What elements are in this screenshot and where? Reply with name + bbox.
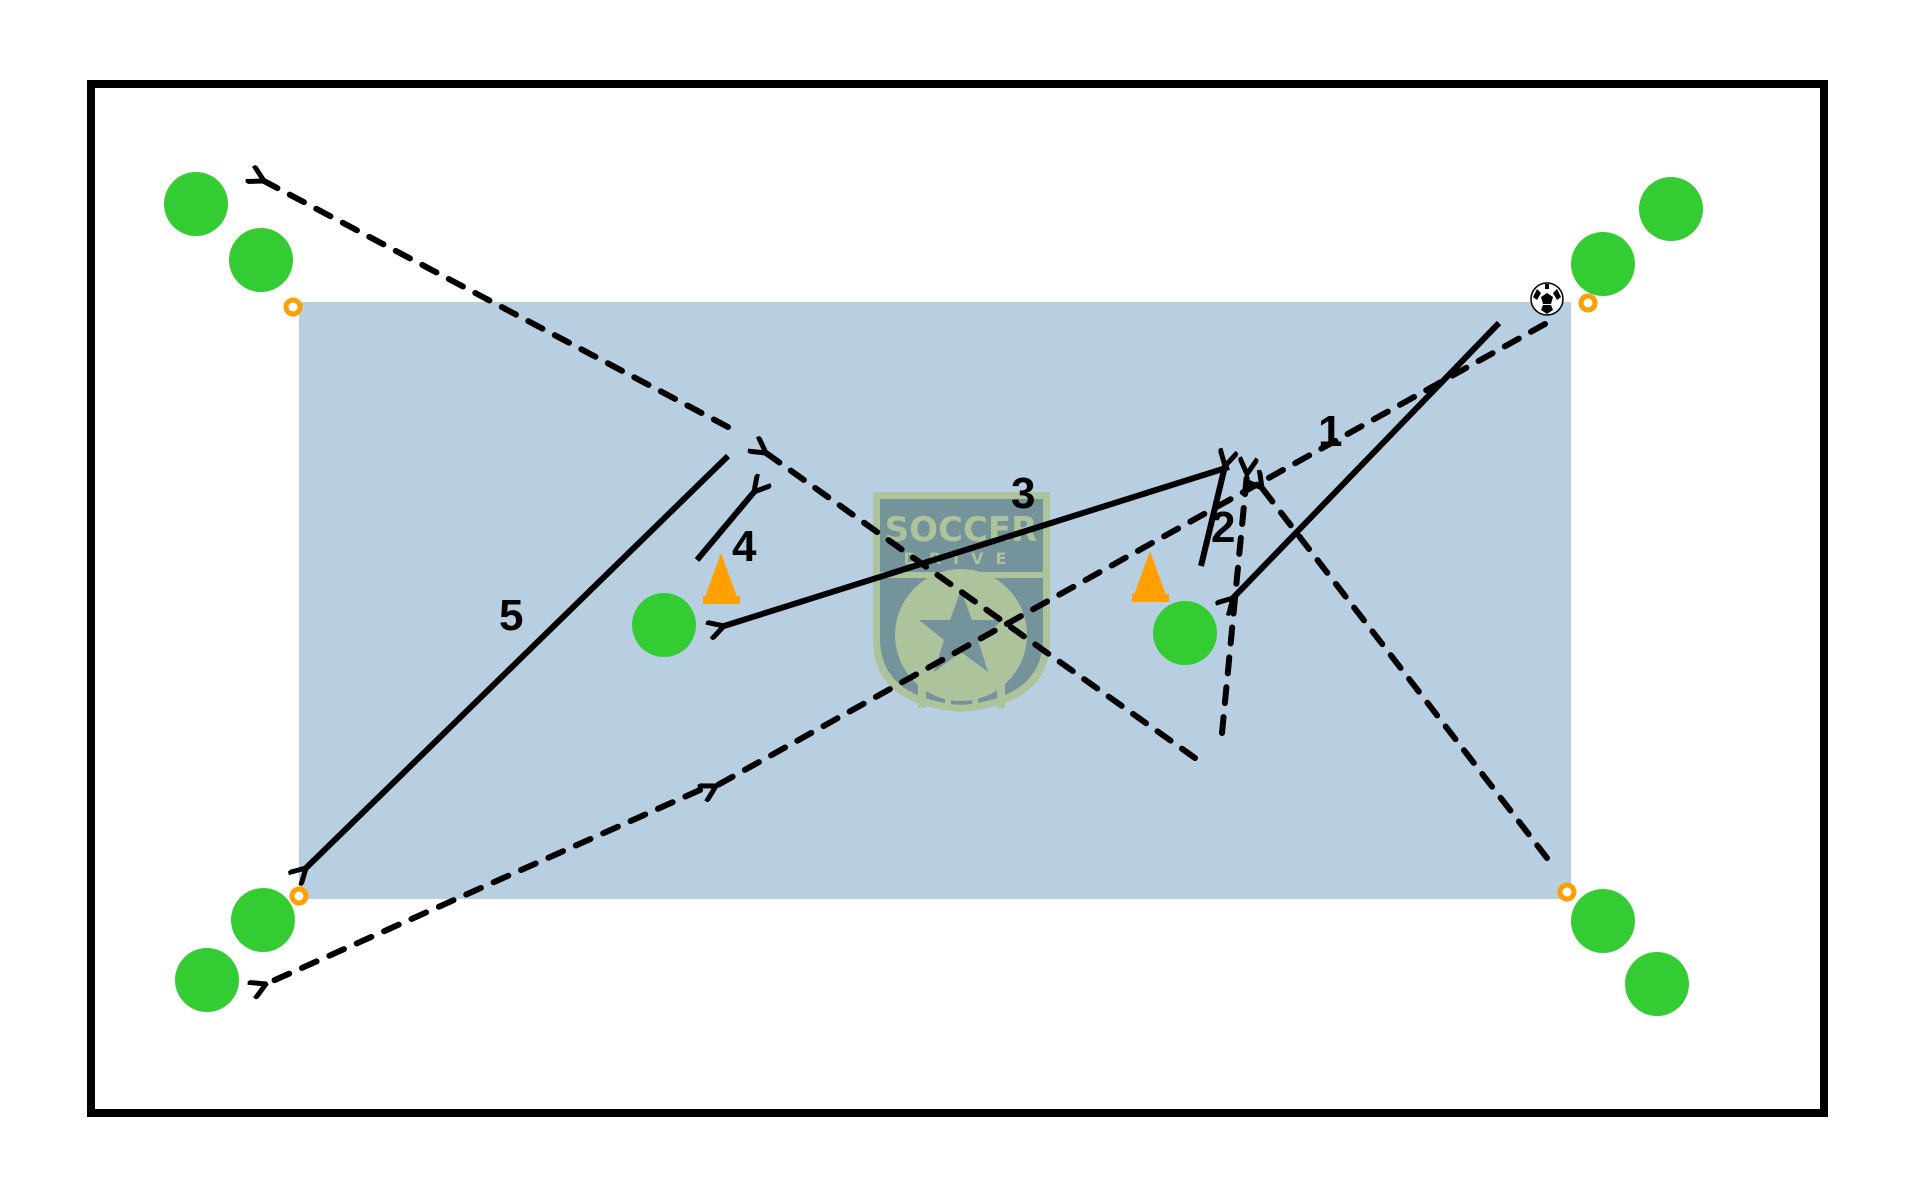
- run-path-ball-to-bottom-left: [716, 321, 1548, 786]
- step-label-4: 4: [732, 522, 757, 571]
- corner-marker-icon: [289, 886, 309, 906]
- player-icon: [1571, 232, 1635, 296]
- player-icon: [632, 593, 696, 657]
- corner-marker-icon: [283, 297, 303, 317]
- pass-arrow-2: [1198, 466, 1225, 567]
- step-label-3: 3: [1011, 469, 1035, 518]
- run-path-top-left: [264, 181, 731, 430]
- pass-arrow-3: [724, 464, 1230, 626]
- run-path-center-to-right: [766, 453, 1198, 761]
- step-label-5: 5: [499, 591, 523, 640]
- player-icon: [1639, 177, 1703, 241]
- player-icon: [231, 888, 295, 952]
- cone-icon: [703, 553, 740, 604]
- soccer-ball-icon: [1530, 282, 1564, 316]
- run-path-bottom-right: [1262, 488, 1550, 861]
- pass-arrow-1: [1233, 320, 1502, 598]
- logo-text-soccer: SOCCER: [885, 510, 1038, 550]
- pass-arrow-4: [694, 492, 754, 562]
- cone-icon: [1132, 551, 1169, 602]
- soccer-drive-logo: SOCCER DRIVE: [873, 492, 1050, 712]
- player-icon: [1625, 952, 1689, 1016]
- pass-arrow-5: [306, 453, 731, 868]
- corner-marker-icon: [1578, 293, 1598, 313]
- step-label-2: 2: [1211, 503, 1235, 552]
- player-icon: [1571, 889, 1635, 953]
- player-icon: [175, 948, 239, 1012]
- player-icon: [1153, 601, 1217, 665]
- step-label-1: 1: [1318, 407, 1342, 456]
- corner-marker-icon: [1557, 882, 1577, 902]
- player-icon: [229, 228, 293, 292]
- run-path-bottom-left: [266, 787, 703, 984]
- player-icon: [164, 172, 228, 236]
